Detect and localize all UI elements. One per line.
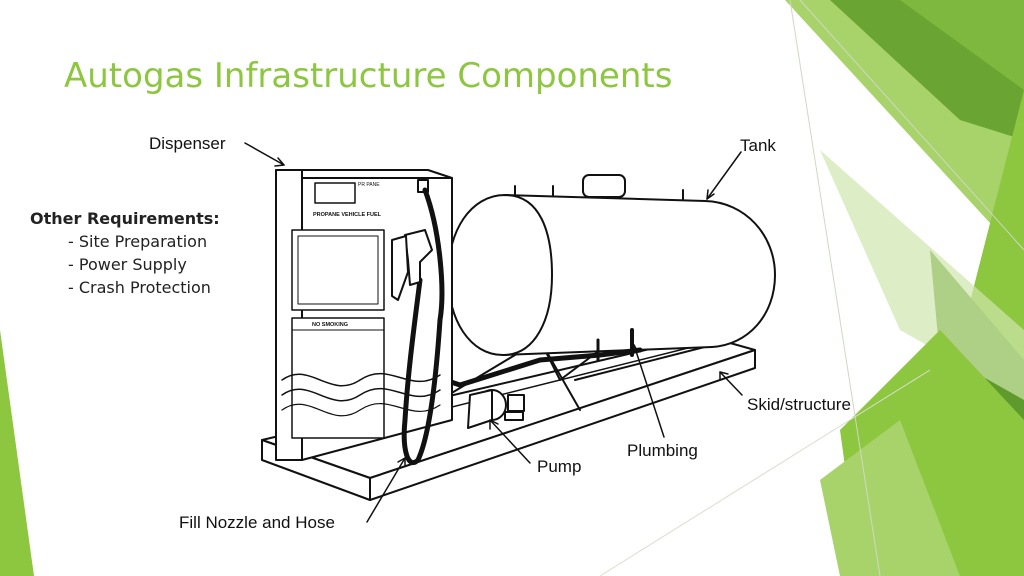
requirement-item: - Crash Protection bbox=[68, 278, 211, 297]
label-pointers bbox=[244, 142, 743, 523]
page-title: Autogas Infrastructure Components bbox=[64, 56, 673, 96]
label-fill-nozzle-and-hose: Fill Nozzle and Hose bbox=[179, 513, 335, 532]
label-tank: Tank bbox=[740, 136, 776, 155]
requirement-item: - Site Preparation bbox=[68, 232, 208, 251]
requirements-heading: Other Requirements: bbox=[30, 209, 220, 228]
fill-nozzle-and-hose bbox=[391, 187, 445, 465]
deco-mid-pale bbox=[820, 150, 1024, 400]
requirement-item: - Power Supply bbox=[68, 255, 187, 274]
dispenser-vehicle-fuel-text: PROPANE VEHICLE FUEL bbox=[313, 212, 382, 218]
deco-line-2 bbox=[799, 0, 1024, 251]
label-skid-structure: Skid/structure bbox=[747, 395, 851, 414]
deco-top-mid bbox=[900, 0, 1024, 90]
other-requirements: Other Requirements: - Site Preparation -… bbox=[30, 207, 220, 299]
pump-shape bbox=[467, 389, 525, 429]
deco-bottom-light bbox=[820, 420, 960, 576]
label-dispenser: Dispenser bbox=[149, 134, 226, 153]
deco-line-1 bbox=[789, 0, 881, 576]
tank-shape bbox=[447, 174, 776, 356]
label-pump: Pump bbox=[537, 457, 582, 476]
label-plumbing: Plumbing bbox=[627, 441, 698, 460]
dispenser-brand-text: PR PANE bbox=[358, 182, 380, 188]
dispenser-no-smoking-text: NO SMOKING bbox=[312, 322, 348, 328]
deco-line-3 bbox=[599, 369, 931, 576]
deco-left-strip bbox=[0, 330, 34, 576]
